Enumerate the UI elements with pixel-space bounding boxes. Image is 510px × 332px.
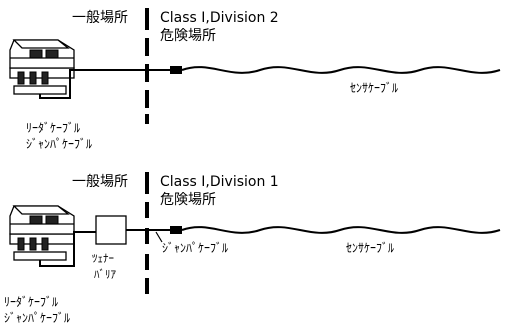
panel-division-2: 一般場所 Class I,Division 2 危険場所 ｾﾝｻｹｰﾌﾞﾙ ﾘｰ… [9, 8, 501, 151]
jumper-cable-leader-line [155, 231, 163, 243]
sensor-cable-line [181, 66, 501, 74]
connector-icon [170, 226, 182, 234]
sensor-cable-label: ｾﾝｻｹｰﾌﾞﾙ [346, 241, 394, 255]
panel-division-1: 一般場所 Class I,Division 1 危険場所 ﾂｪﾅｰ ﾊﾞﾘｱ [4, 172, 501, 325]
controller-device-icon [9, 39, 75, 95]
hazard-class-label: Class I,Division 2 [160, 10, 279, 26]
safe-area-label: 一般場所 [72, 174, 128, 190]
jumper-cable-label: ｼﾞｬﾝﾊﾟｹｰﾌﾞﾙ [4, 311, 70, 325]
zener-barrier-label-line1: ﾂｪﾅｰ [92, 252, 114, 265]
connector-icon [170, 66, 182, 74]
safe-area-label: 一般場所 [72, 10, 128, 26]
jumper-cable-label: ｼﾞｬﾝﾊﾟｹｰﾌﾞﾙ [26, 137, 92, 151]
jumper-cable-field-label: ｼﾞｬﾝﾊﾟｹｰﾌﾞﾙ [162, 241, 228, 255]
zener-barrier-box [95, 215, 127, 245]
zener-barrier-label-line2: ﾊﾞﾘｱ [94, 268, 116, 281]
sensor-cable-label: ｾﾝｻｹｰﾌﾞﾙ [350, 81, 398, 95]
hazard-class-label: Class I,Division 1 [160, 174, 279, 190]
lead-cable-line [39, 231, 96, 267]
area-boundary-line [145, 172, 149, 294]
lead-cable-label: ﾘｰﾀﾞｹｰﾌﾞﾙ [26, 121, 80, 135]
hazard-area-label: 危険場所 [160, 28, 216, 44]
lead-cable-label: ﾘｰﾀﾞｹｰﾌﾞﾙ [4, 295, 58, 309]
controller-device-icon [9, 205, 75, 261]
area-boundary-line [145, 8, 149, 124]
lead-cable-line [39, 69, 172, 99]
sensor-cable-line [181, 226, 501, 234]
hazard-area-label: 危険場所 [160, 192, 216, 208]
